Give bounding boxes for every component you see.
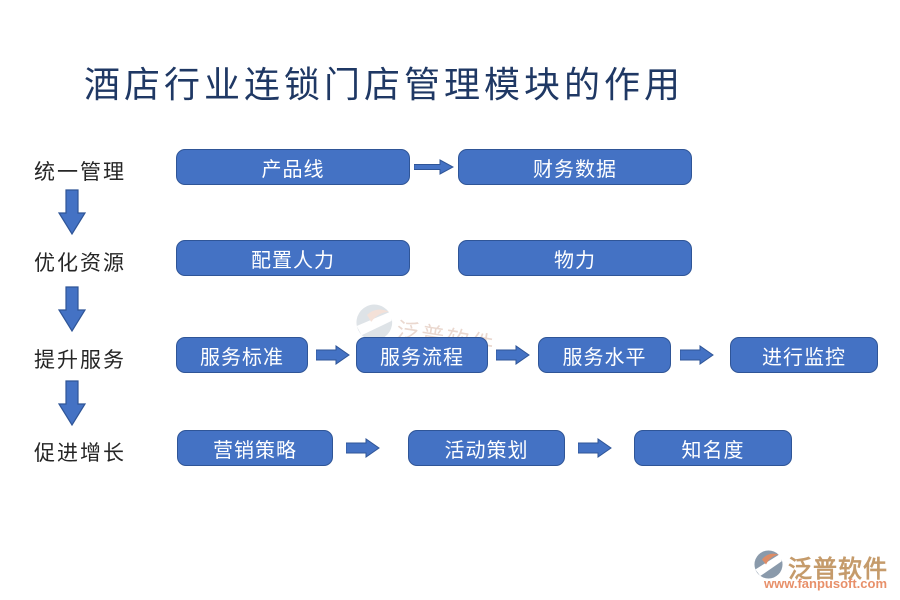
fanpu-logo-url: www.fanpusoft.com <box>764 576 888 591</box>
right-arrow-icon <box>578 438 612 458</box>
box-service-level: 服务水平 <box>538 337 671 373</box>
box-service-standard: 服务标准 <box>176 337 308 373</box>
page-title: 酒店行业连锁门店管理模块的作用 <box>84 65 685 105</box>
box-staffing-allocation: 配置人力 <box>176 240 410 276</box>
row-label-optimize-resources: 优化资源 <box>34 251 126 275</box>
right-arrow-icon <box>414 159 454 175</box>
right-arrow-icon <box>346 438 380 458</box>
right-arrow-icon <box>496 345 530 365</box>
box-marketing-strategy: 营销策略 <box>177 430 333 466</box>
box-service-process: 服务流程 <box>356 337 488 373</box>
box-monitoring: 进行监控 <box>730 337 878 373</box>
box-event-planning: 活动策划 <box>408 430 565 466</box>
right-arrow-icon <box>316 345 350 365</box>
fanpu-logo-icon <box>754 550 783 579</box>
right-arrow-icon <box>680 345 714 365</box>
down-arrow-icon <box>58 380 86 426</box>
box-brand-awareness: 知名度 <box>634 430 792 466</box>
down-arrow-icon <box>58 189 86 235</box>
fanpu-watermark-logo-icon <box>356 304 394 341</box>
fanpu-logo-text: 泛普软件 <box>788 557 888 583</box>
watermark: 泛普软件 www.fanpusoft.com <box>347 294 506 387</box>
fanpu-logo: 泛普软件 www.fanpusoft.com <box>752 548 892 593</box>
row-label-unified-management: 统一管理 <box>34 160 126 184</box>
box-financial-data: 财务数据 <box>458 149 692 185</box>
down-arrow-icon <box>58 286 86 332</box>
box-material-resources: 物力 <box>458 240 692 276</box>
row-label-improve-service: 提升服务 <box>34 348 126 372</box>
box-product-line: 产品线 <box>176 149 410 185</box>
row-label-promote-growth: 促进增长 <box>34 441 126 465</box>
